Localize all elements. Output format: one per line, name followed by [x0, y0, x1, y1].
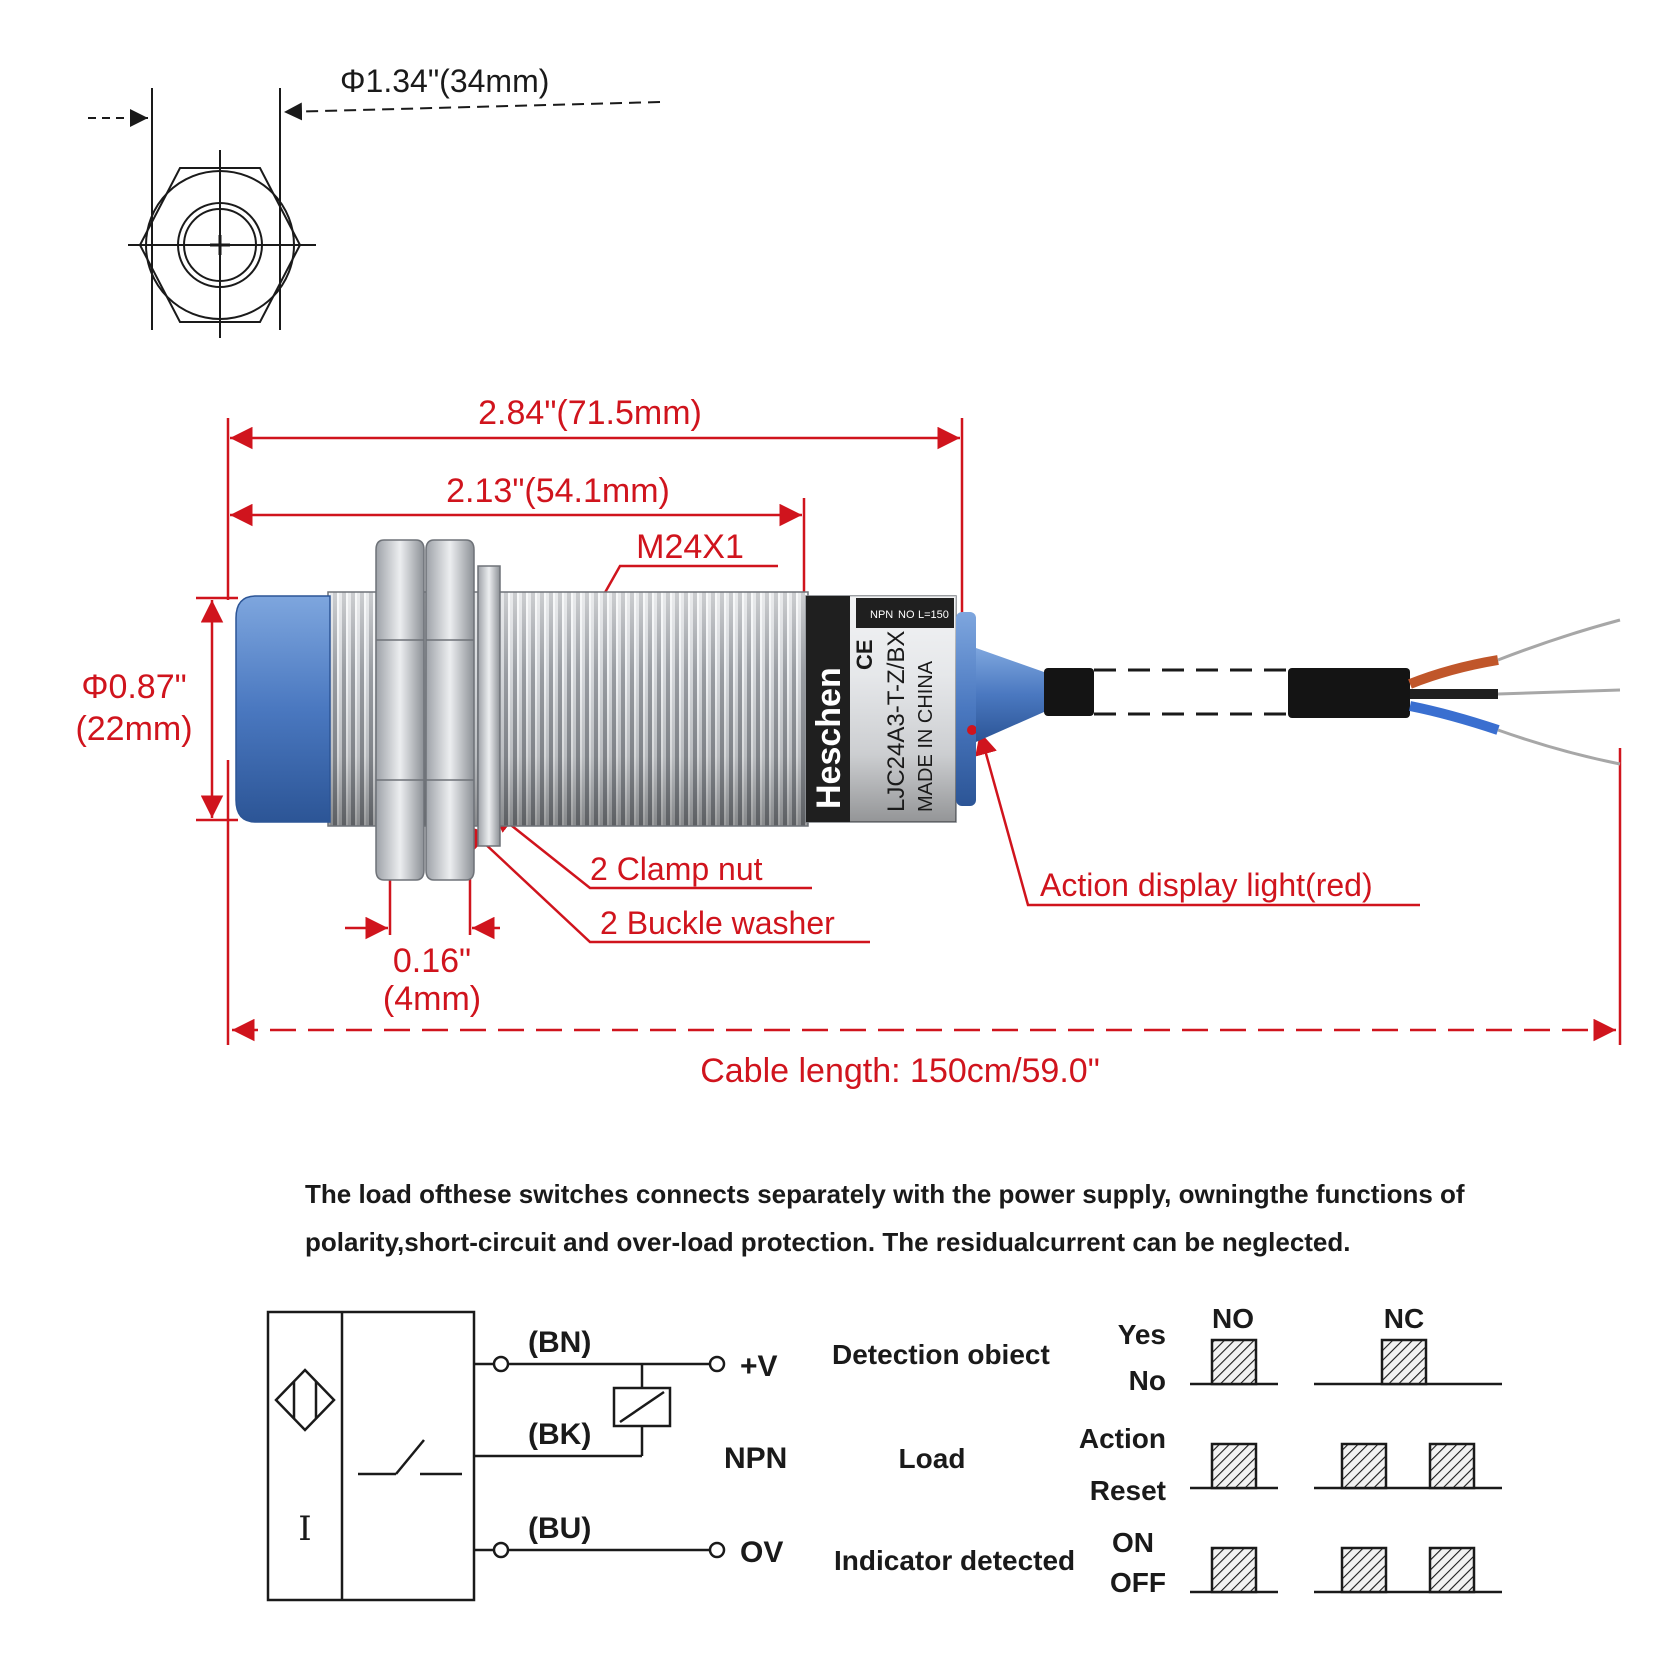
terminal-bu	[492, 1541, 510, 1559]
clamp-nut-label: 2 Clamp nut	[590, 851, 763, 887]
wire-blue	[1409, 701, 1500, 735]
inductive-symbol	[274, 1368, 336, 1432]
sensing-cap	[235, 595, 331, 823]
row2-high-label: Action	[1079, 1423, 1166, 1454]
row2-nc-pulse-1	[1340, 1442, 1388, 1490]
hex-width-label: Φ1.34"(34mm)	[340, 63, 549, 99]
clamp-nut-1	[375, 539, 425, 881]
sensor-body: Heschen CE LJC24A3-T-Z/BX MADE IN CHINA …	[235, 539, 977, 881]
npn-label: NPN	[724, 1442, 787, 1475]
cable-jacket-near	[1044, 668, 1094, 716]
row3-low-label: OFF	[1110, 1567, 1166, 1598]
zero-v-label: OV	[740, 1536, 783, 1569]
washer-leader	[465, 825, 870, 944]
brand-band	[806, 596, 850, 822]
diameter-in-label: Φ0.87"	[81, 668, 186, 706]
diameter-mm-label: (22mm)	[75, 710, 192, 748]
sensor-block-outer	[266, 1310, 476, 1602]
row1-nc-pulse	[1380, 1338, 1428, 1386]
row1-no-pulse	[1210, 1338, 1258, 1386]
top-spec-1: NPN	[870, 609, 893, 621]
brand-text: Heschen	[810, 667, 848, 809]
terminal-bn	[492, 1355, 510, 1373]
clamp-nut-leader	[491, 809, 812, 890]
thread-spec-label: M24X1	[636, 528, 744, 566]
terminal-plus-v	[708, 1355, 726, 1373]
end-view	[88, 88, 661, 338]
cable-jacket-far	[1288, 668, 1410, 718]
row3-no-pulse	[1210, 1546, 1258, 1594]
row1-low-label: No	[1129, 1365, 1166, 1396]
wire-bk-label: (BK)	[528, 1418, 591, 1451]
relay-coil-slash	[619, 1390, 665, 1424]
col-nc-label: NC	[1384, 1303, 1424, 1334]
rear-cap	[956, 612, 976, 806]
origin-text: MADE IN CHINA	[915, 660, 937, 812]
cable-length-label: Cable length: 150cm/59.0"	[700, 1052, 1100, 1090]
total-length-label: 2.84"(71.5mm)	[478, 394, 702, 432]
cable	[976, 618, 1621, 766]
wire-core-black	[1497, 688, 1621, 696]
plus-v-label: +V	[740, 1350, 778, 1383]
description-paragraph: The load ofthese switches connects separ…	[305, 1179, 1465, 1257]
clamp-nut-2	[425, 539, 475, 881]
sensor-inner-symbol: I	[298, 1509, 311, 1549]
row3-nc-pulse-1	[1340, 1546, 1388, 1594]
buckle-washer	[477, 565, 501, 847]
top-spec-strip	[856, 598, 954, 628]
ce-mark: CE	[852, 639, 877, 670]
wire-core-blue	[1497, 728, 1621, 766]
wire-core-brown	[1497, 618, 1621, 662]
row3-nc-pulse-2	[1428, 1546, 1476, 1594]
buckle-washer-label: 2 Buckle washer	[600, 905, 835, 941]
row-detection-title: Detection obiect	[832, 1339, 1050, 1370]
cable-gland	[976, 648, 1044, 742]
top-spec-3: L=150	[918, 609, 949, 621]
row3-high-label: ON	[1112, 1527, 1154, 1558]
model-text: LJC24A3-T-Z/BX	[883, 631, 910, 812]
wire-bn-label: (BN)	[528, 1326, 591, 1359]
row2-low-label: Reset	[1090, 1475, 1166, 1506]
row-load-title: Load	[899, 1443, 966, 1474]
timing-waveforms	[1190, 1338, 1502, 1594]
indicator-led	[967, 725, 977, 735]
wire-bu-label: (BU)	[528, 1512, 591, 1545]
indicator-leader	[975, 731, 1420, 907]
indicator-label: Action display light(red)	[1040, 867, 1373, 903]
end-view-arrow-right	[283, 101, 661, 121]
wiring-schematic	[266, 1310, 726, 1602]
row-indicator-title: Indicator detected	[834, 1545, 1075, 1576]
terminal-zero-v	[708, 1541, 726, 1559]
top-spec-2: NO	[898, 609, 915, 621]
wire-brown	[1408, 655, 1499, 689]
row1-high-label: Yes	[1118, 1319, 1166, 1350]
switch-blade	[395, 1439, 425, 1475]
row2-no-pulse	[1210, 1442, 1258, 1490]
col-no-label: NO	[1212, 1303, 1254, 1334]
thread-length-label: 2.13"(54.1mm)	[446, 472, 670, 510]
nut-thickness-in-label: 0.16"	[393, 942, 471, 980]
row2-nc-pulse-2	[1428, 1442, 1476, 1490]
nut-thickness-mm-label: (4mm)	[383, 980, 481, 1018]
